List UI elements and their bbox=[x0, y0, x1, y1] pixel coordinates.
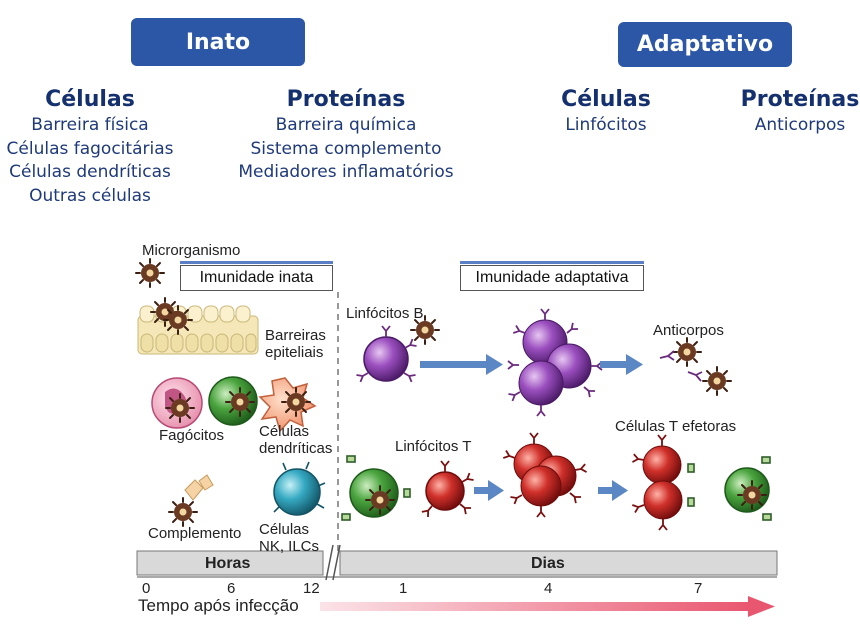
antibodies-label: Anticorpos bbox=[653, 322, 724, 339]
tick-label: 0 bbox=[142, 580, 151, 597]
b-lymphocyte-icon bbox=[355, 315, 440, 383]
effector-t-label: Células T efetoras bbox=[615, 418, 737, 435]
innate-cells-column: Células Barreira física Células fagocitá… bbox=[0, 86, 180, 208]
b-cells-label: Linfócitos B bbox=[346, 305, 424, 322]
microorganism-label: Microrganismo bbox=[142, 242, 241, 259]
b-cell-clone-cluster-icon bbox=[507, 308, 603, 417]
antibody-icon bbox=[659, 337, 732, 396]
adaptive-proteins-heading: Proteínas bbox=[740, 87, 860, 112]
adaptive-cell-item: Linfócitos bbox=[565, 115, 647, 135]
adaptive-cells-heading: Células bbox=[561, 87, 651, 112]
t-lymphocyte-icon bbox=[420, 460, 475, 518]
effector-differentiation-arrow bbox=[598, 480, 628, 501]
tick-label: 12 bbox=[303, 580, 320, 597]
complement-icon bbox=[168, 474, 214, 527]
tick-label: 4 bbox=[544, 580, 553, 597]
innate-proteins-column: Proteínas Barreira química Sistema compl… bbox=[226, 86, 466, 185]
epithelial-label: Barreiras epiteliais bbox=[265, 327, 326, 361]
innate-cell-item: Barreira física bbox=[31, 115, 149, 135]
innate-band-label: Imunidade inata bbox=[199, 269, 314, 286]
antibody-secretion-arrow bbox=[600, 354, 643, 375]
days-label: Dias bbox=[531, 555, 565, 572]
hours-label: Horas bbox=[205, 555, 251, 572]
adaptive-title: Adaptativo bbox=[618, 22, 792, 67]
dendritic-label: Células dendríticas bbox=[259, 423, 333, 457]
tick-label: 6 bbox=[227, 580, 236, 597]
phagocyte-icon bbox=[151, 376, 258, 429]
innate-cell-item: Células fagocitárias bbox=[6, 138, 174, 159]
timeline-bar bbox=[136, 544, 778, 581]
nk-label: Células NK, ILCs bbox=[259, 521, 320, 555]
effector-t-cell-icon bbox=[631, 434, 695, 531]
epithelial-barrier-icon bbox=[137, 297, 259, 355]
complement-label: Complemento bbox=[148, 525, 242, 542]
adaptive-immunity-band: Imunidade adaptativa bbox=[460, 261, 644, 291]
time-arrow bbox=[320, 596, 775, 617]
innate-protein-item: Sistema complemento bbox=[250, 138, 442, 159]
tick-label: 7 bbox=[694, 580, 703, 597]
t-cell-expansion-arrow bbox=[474, 480, 504, 501]
antigen-presenting-cell-icon bbox=[341, 455, 411, 521]
innate-proteins-heading: Proteínas bbox=[286, 87, 406, 112]
adaptive-cells-column: Células Linfócitos bbox=[546, 86, 666, 138]
t-cell-clone-cluster-icon bbox=[502, 432, 588, 518]
innate-cell-item: Células dendríticas bbox=[9, 162, 171, 182]
innate-immunity-band: Imunidade inata bbox=[180, 261, 333, 291]
innate-cells-heading: Células bbox=[45, 87, 135, 112]
tick-label: 1 bbox=[399, 580, 408, 597]
b-cell-expansion-arrow bbox=[420, 354, 503, 375]
time-axis-label: Tempo após infecção bbox=[138, 596, 299, 615]
innate-protein-item: Barreira química bbox=[275, 115, 417, 135]
dendritic-cell-icon bbox=[258, 377, 317, 433]
nk-cell-icon bbox=[273, 461, 326, 516]
phagocytes-label: Fagócitos bbox=[159, 427, 225, 444]
t-cells-label: Linfócitos T bbox=[395, 438, 472, 455]
adaptive-band-label: Imunidade adaptativa bbox=[475, 269, 629, 286]
innate-title: Inato bbox=[131, 18, 305, 66]
infected-target-cell-icon bbox=[724, 456, 772, 521]
adaptive-proteins-column: Proteínas Anticorpos bbox=[740, 86, 860, 138]
adaptive-protein-item: Anticorpos bbox=[754, 115, 846, 135]
microorganism-icon bbox=[135, 258, 165, 288]
innate-protein-item: Mediadores inflamatórios bbox=[238, 162, 454, 182]
innate-cell-item: Outras células bbox=[29, 185, 151, 206]
